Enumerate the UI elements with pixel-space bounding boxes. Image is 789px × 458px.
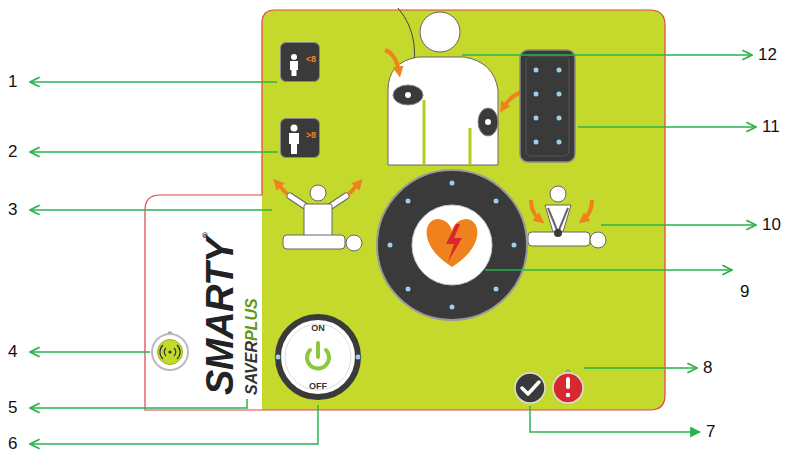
- cpr-icon: [528, 186, 606, 248]
- power-button: ON OFF: [273, 312, 363, 402]
- callout-number: 9: [740, 282, 749, 302]
- button-label: >8: [306, 130, 316, 140]
- connectivity-button: [152, 332, 188, 370]
- child-mode-button: <8: [280, 42, 320, 82]
- button-label: ON: [311, 323, 325, 333]
- adult-mode-button: >8: [280, 118, 320, 158]
- callout-number: 6: [8, 434, 17, 454]
- model-name: PLUS: [243, 298, 261, 341]
- panel-white: [145, 195, 262, 410]
- callout-number: 4: [8, 342, 17, 362]
- callout-number: 3: [8, 200, 17, 220]
- do-not-touch-icon: [277, 183, 362, 251]
- model-name: SAVER: [243, 341, 261, 395]
- pads-figure: [385, 8, 522, 165]
- electrode-indicator: [520, 50, 575, 162]
- leader-lines: [30, 55, 756, 444]
- brand-logo: SMARTY: [199, 238, 242, 395]
- ok-indicator: [515, 373, 545, 403]
- callout-number: 10: [762, 215, 781, 235]
- panel-green: [262, 10, 665, 410]
- callout-number: 8: [703, 358, 712, 378]
- registered-mark: ®: [201, 232, 210, 238]
- callout-number: 7: [706, 422, 715, 442]
- fault-indicator: [553, 370, 583, 403]
- callout-number: 2: [8, 142, 17, 162]
- callout-number: 1: [8, 72, 17, 92]
- logo: SAVERPLUS: [241, 285, 263, 395]
- logo: SMARTY®: [197, 205, 243, 395]
- shock-button: [377, 170, 527, 320]
- callout-number: 12: [758, 45, 777, 65]
- button-label: OFF: [309, 381, 327, 391]
- callout-number: 11: [762, 117, 780, 137]
- button-label: <8: [306, 54, 316, 64]
- callout-number: 5: [8, 398, 17, 418]
